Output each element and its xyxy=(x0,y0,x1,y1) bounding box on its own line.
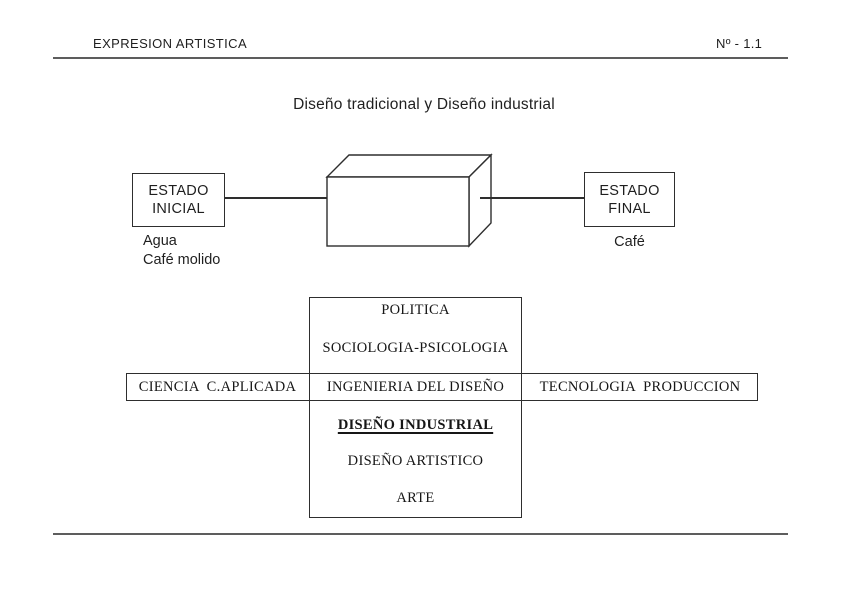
initial-state-line1: ESTADO xyxy=(148,183,209,199)
input-cafe-molido-label: Café molido xyxy=(143,252,221,268)
initial-inputs-caption: Agua Café molido xyxy=(143,232,220,270)
matrix-arte-label: ARTE xyxy=(396,490,435,506)
matrix-cell-ingenieria: INGENIERIA DEL DISEÑO xyxy=(326,379,505,395)
header-rule xyxy=(53,57,788,59)
matrix-sociologia-label: SOCIOLOGIA-PSICOLOGIA xyxy=(322,340,509,356)
final-state-box: ESTADO FINAL xyxy=(584,172,675,227)
matrix-politica-label: POLITICA xyxy=(381,302,450,318)
footer-rule xyxy=(53,533,788,535)
diagram-title: Diseño tradicional y Diseño industrial xyxy=(293,96,555,113)
header-title: EXPRESION ARTISTICA xyxy=(93,36,248,51)
input-agua-label: Agua xyxy=(143,233,177,249)
connector-right-line xyxy=(480,197,584,199)
matrix-horizontal-row-box xyxy=(126,373,758,401)
matrix-diseno-artistico-label: DISEÑO ARTISTICO xyxy=(347,453,484,469)
initial-state-line2: INICIAL xyxy=(152,201,205,217)
process-cube-icon xyxy=(325,153,493,248)
page-number: Nº - 1.1 xyxy=(716,36,763,51)
matrix-cell-tecnologia: TECNOLOGIA PRODUCCION xyxy=(539,379,741,395)
final-state-line2: FINAL xyxy=(608,200,651,217)
final-output-caption: Café xyxy=(614,234,645,250)
final-state-line1: ESTADO xyxy=(599,182,660,199)
connector-left-line xyxy=(225,197,327,199)
matrix-vertical-column-box xyxy=(309,297,522,518)
matrix-diseno-industrial-label: DISEÑO INDUSTRIAL xyxy=(337,417,494,433)
matrix-cell-ciencia: CIENCIA C.APLICADA xyxy=(138,379,297,395)
initial-state-box: ESTADO INICIAL xyxy=(132,173,225,227)
